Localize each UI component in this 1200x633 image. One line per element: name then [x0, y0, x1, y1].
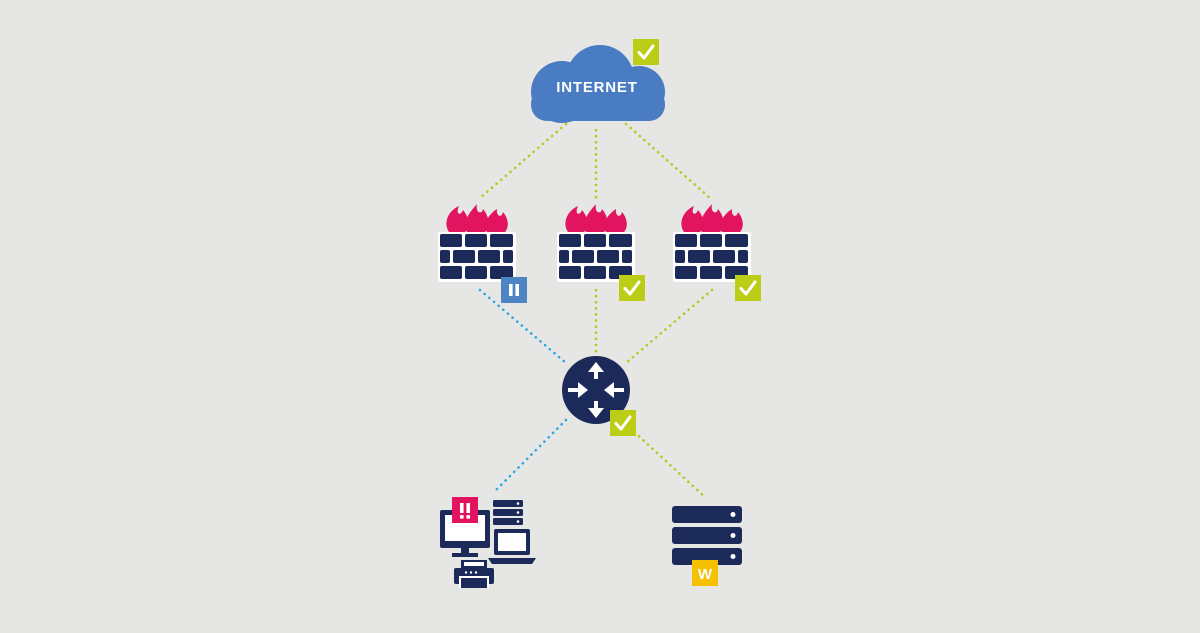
small-server-icon	[493, 500, 523, 525]
firewall-2[interactable]	[557, 204, 647, 303]
firewall-icon	[673, 204, 751, 282]
internet-status-ok-icon	[631, 37, 661, 67]
firewall-2-status-ok-icon	[617, 273, 647, 303]
laptop-icon	[488, 529, 536, 564]
link-firewall-3-router	[624, 288, 714, 365]
router-node[interactable]	[562, 356, 638, 438]
server-node[interactable]: W	[672, 506, 742, 586]
firewall-3-status-ok-icon	[733, 273, 763, 303]
printer-icon	[454, 560, 494, 588]
endpoint-devices-node[interactable]	[440, 497, 536, 588]
link-router-server	[628, 426, 708, 500]
link-firewall-1-router	[478, 288, 568, 365]
links	[478, 122, 714, 500]
cloud-icon	[531, 45, 665, 123]
firewall-3[interactable]	[673, 204, 763, 303]
firewall-1-paused-icon	[501, 277, 527, 303]
server-warning-icon: W	[692, 560, 718, 586]
endpoint-devices-icon	[440, 500, 536, 588]
link-internet-firewall-1	[478, 122, 568, 200]
firewall-icon	[438, 204, 516, 282]
server-rack-icon	[672, 506, 742, 565]
firewall-1[interactable]	[438, 204, 527, 303]
link-internet-firewall-3	[624, 122, 712, 200]
link-router-endpoints	[494, 418, 568, 492]
router-icon	[562, 356, 630, 424]
server-warning-label: W	[698, 566, 713, 583]
internet-label: INTERNET	[556, 79, 637, 96]
firewall-icon	[557, 204, 635, 282]
internet-node[interactable]: INTERNET	[531, 37, 665, 123]
router-status-ok-icon	[608, 408, 638, 438]
endpoints-alert-icon	[452, 497, 478, 523]
